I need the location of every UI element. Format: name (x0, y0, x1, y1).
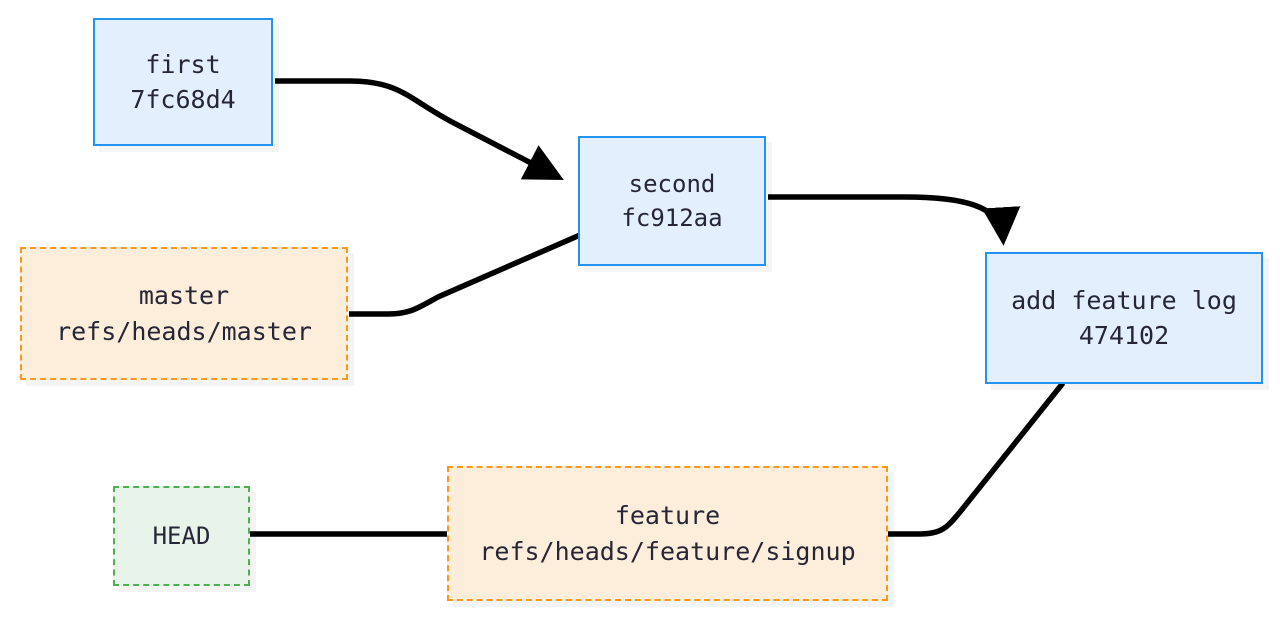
ref-master-path: refs/heads/master (56, 316, 312, 346)
ref-master-name: master (138, 281, 230, 310)
commit-add-feature-log-message: add feature log (1011, 285, 1237, 315)
commit-node-add-feature-log[interactable]: add feature log 474102 (985, 252, 1263, 384)
head-label: HEAD (152, 521, 211, 550)
ref-node-master[interactable]: master refs/heads/master (20, 247, 348, 380)
edge-master-to-second (349, 232, 582, 317)
ref-feature-name: feature (614, 501, 721, 530)
commit-node-first[interactable]: first 7fc68d4 (93, 18, 273, 146)
edge-second-to-add-feature-log (768, 194, 1021, 246)
commit-first-hash: 7fc68d4 (130, 85, 236, 114)
commit-first-message: first (145, 49, 221, 79)
commit-second-hash: fc912aa (621, 204, 723, 232)
edge-feature-to-add-feature-log (887, 381, 1066, 537)
commit-node-second[interactable]: second fc912aa (578, 136, 766, 266)
ref-node-feature[interactable]: feature refs/heads/feature/signup (447, 466, 888, 601)
edge-first-to-second (275, 78, 564, 181)
commit-second-message: second (628, 169, 716, 198)
commit-add-feature-log-hash: 474102 (1078, 321, 1170, 350)
ref-feature-path: refs/heads/feature/signup (479, 536, 856, 566)
head-node[interactable]: HEAD (113, 486, 250, 586)
